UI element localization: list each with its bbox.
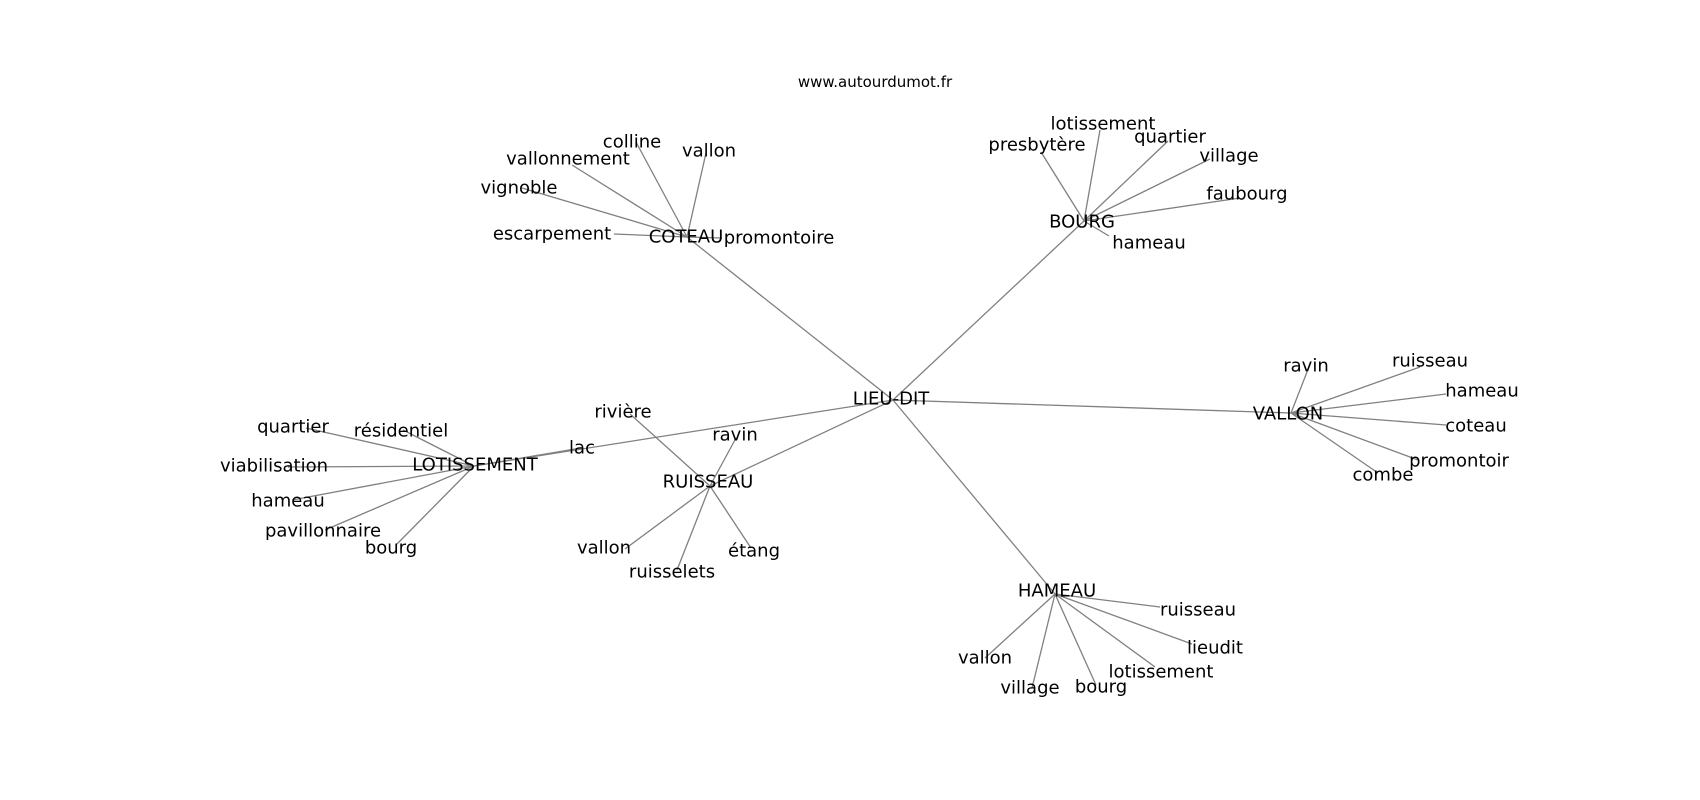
edge-center-bourg [892, 220, 1085, 401]
node-coteau-colline: colline [603, 132, 661, 153]
node-ruisseau-etang: étang [728, 541, 780, 562]
edge-hameau-ruisseau [1054, 593, 1161, 608]
edge-center-vallon [892, 399, 1292, 414]
node-vallon-ravin: ravin [1283, 356, 1329, 377]
edge-bourg-village [1083, 158, 1211, 222]
node-lotissement-viabilisation: viabilisation [220, 456, 328, 477]
node-lotissement-quartier: quartier [257, 417, 329, 438]
edge-hameau-village [1031, 593, 1056, 689]
edge-bourg-quartier [1083, 140, 1169, 222]
node-hub-hameau: HAMEAU [1018, 581, 1096, 602]
node-lotissement-bourg: bourg [365, 538, 417, 559]
edge-lotissement-viabilisation [287, 465, 475, 468]
edge-hameau-lotissement [1054, 593, 1156, 668]
edge-bourg-lotissement [1083, 129, 1101, 222]
edge-center-coteau [686, 236, 894, 401]
edge-coteau-escarpement [613, 233, 688, 238]
node-coteau-promontoire: promontoire [724, 228, 835, 249]
edge-ruisseau-ruisselets [676, 485, 711, 571]
node-hameau-lieudit: lieudit [1187, 638, 1243, 659]
edge-center-hameau [892, 399, 1056, 595]
node-coteau-vallon: vallon [682, 141, 736, 162]
edge-center-ruisseau [709, 399, 894, 487]
node-lotissement-hameau: hameau [251, 491, 325, 512]
edge-lotissement-quartier [305, 427, 475, 467]
node-bourg-hameau: hameau [1112, 233, 1186, 254]
node-coteau-vignoble: vignoble [480, 178, 557, 199]
edge-lotissement-residentiel [402, 429, 475, 467]
edge-bourg-faubourg [1083, 197, 1241, 222]
node-vallon-ruisseau: ruisseau [1392, 351, 1468, 372]
node-ruisseau-ruisselets: ruisselets [629, 562, 715, 583]
node-hub-ruisseau: RUISSEAU [663, 472, 754, 493]
node-coteau-vallonnement: vallonnement [506, 149, 630, 170]
edge-lotissement-pavillonnaire [324, 465, 475, 531]
node-bourg-lotissement: lotissement [1051, 114, 1156, 135]
node-lotissement-lac: lac [569, 438, 595, 459]
node-ruisseau-vallon: vallon [577, 538, 631, 559]
node-hub-vallon: VALLON [1253, 404, 1324, 425]
edge-vallon-ruisseau [1290, 366, 1421, 414]
edge-lotissement-bourg [396, 465, 475, 545]
node-coteau-escarpement: escarpement [493, 224, 611, 245]
edge-hameau-vallon [984, 593, 1056, 659]
node-hub-lotissement: LOTISSEMENT [412, 455, 538, 476]
edge-vallon-combe [1290, 412, 1379, 474]
node-hameau-ruisseau: ruisseau [1160, 600, 1236, 621]
node-vallon-combe: combe [1353, 465, 1414, 486]
edge-coteau-colline [635, 141, 688, 238]
edge-ruisseau-riviere [629, 413, 711, 487]
node-vallon-promontoir: promontoir [1409, 451, 1509, 472]
site-credit: www.autourdumot.fr [797, 73, 953, 91]
edge-coteau-promontoire [686, 236, 723, 239]
edge-ruisseau-etang [709, 485, 752, 549]
node-bourg-faubourg: faubourg [1206, 184, 1287, 205]
node-lotissement-residentiel: résidentiel [354, 421, 449, 442]
edge-vallon-promontoir [1290, 412, 1419, 461]
node-vallon-hameau: hameau [1445, 381, 1519, 402]
node-vallon-coteau: coteau [1445, 416, 1506, 437]
node-hub-coteau: COTEAU [649, 227, 724, 248]
edge-center-lotissement [473, 399, 894, 467]
edge-vallon-ravin [1290, 371, 1308, 414]
edge-coteau-vallon [686, 152, 707, 238]
edge-hameau-bourg [1054, 593, 1097, 686]
edge-ruisseau-ravin [709, 437, 737, 487]
node-bourg-presbytere: presbytère [988, 135, 1085, 156]
node-ruisseau-ravin: ravin [712, 425, 758, 446]
node-ruisseau-riviere: rivière [594, 402, 651, 423]
node-center-lieu-dit: LIEU-DIT [853, 389, 931, 410]
node-lotissement-pavillonnaire: pavillonnaire [265, 521, 381, 542]
node-bourg-quartier: quartier [1134, 127, 1206, 148]
node-hub-bourg: BOURG [1049, 212, 1115, 233]
node-bourg-village: village [1199, 146, 1258, 167]
graph-labels: LIEU-DIT COTEAU colline vallon vallonnement v… [220, 114, 1519, 699]
graph-edges [287, 129, 1447, 689]
node-hameau-village: village [1000, 678, 1059, 699]
edge-hameau-lieudit [1054, 593, 1193, 645]
edge-lotissement-hameau [291, 465, 475, 501]
edge-bourg-hameau [1083, 220, 1110, 237]
edge-bourg-presbytere [1040, 151, 1085, 222]
edge-lotissement-lac [473, 447, 582, 467]
edge-coteau-vallonnement [571, 164, 688, 238]
edge-ruisseau-vallon [624, 485, 711, 550]
node-hameau-vallon: vallon [958, 648, 1012, 669]
node-hameau-bourg: bourg [1075, 677, 1127, 698]
edge-vallon-hameau [1290, 393, 1447, 414]
edge-vallon-coteau [1290, 412, 1447, 426]
edge-coteau-vignoble [521, 187, 688, 238]
node-hameau-lotissement: lotissement [1109, 662, 1214, 683]
